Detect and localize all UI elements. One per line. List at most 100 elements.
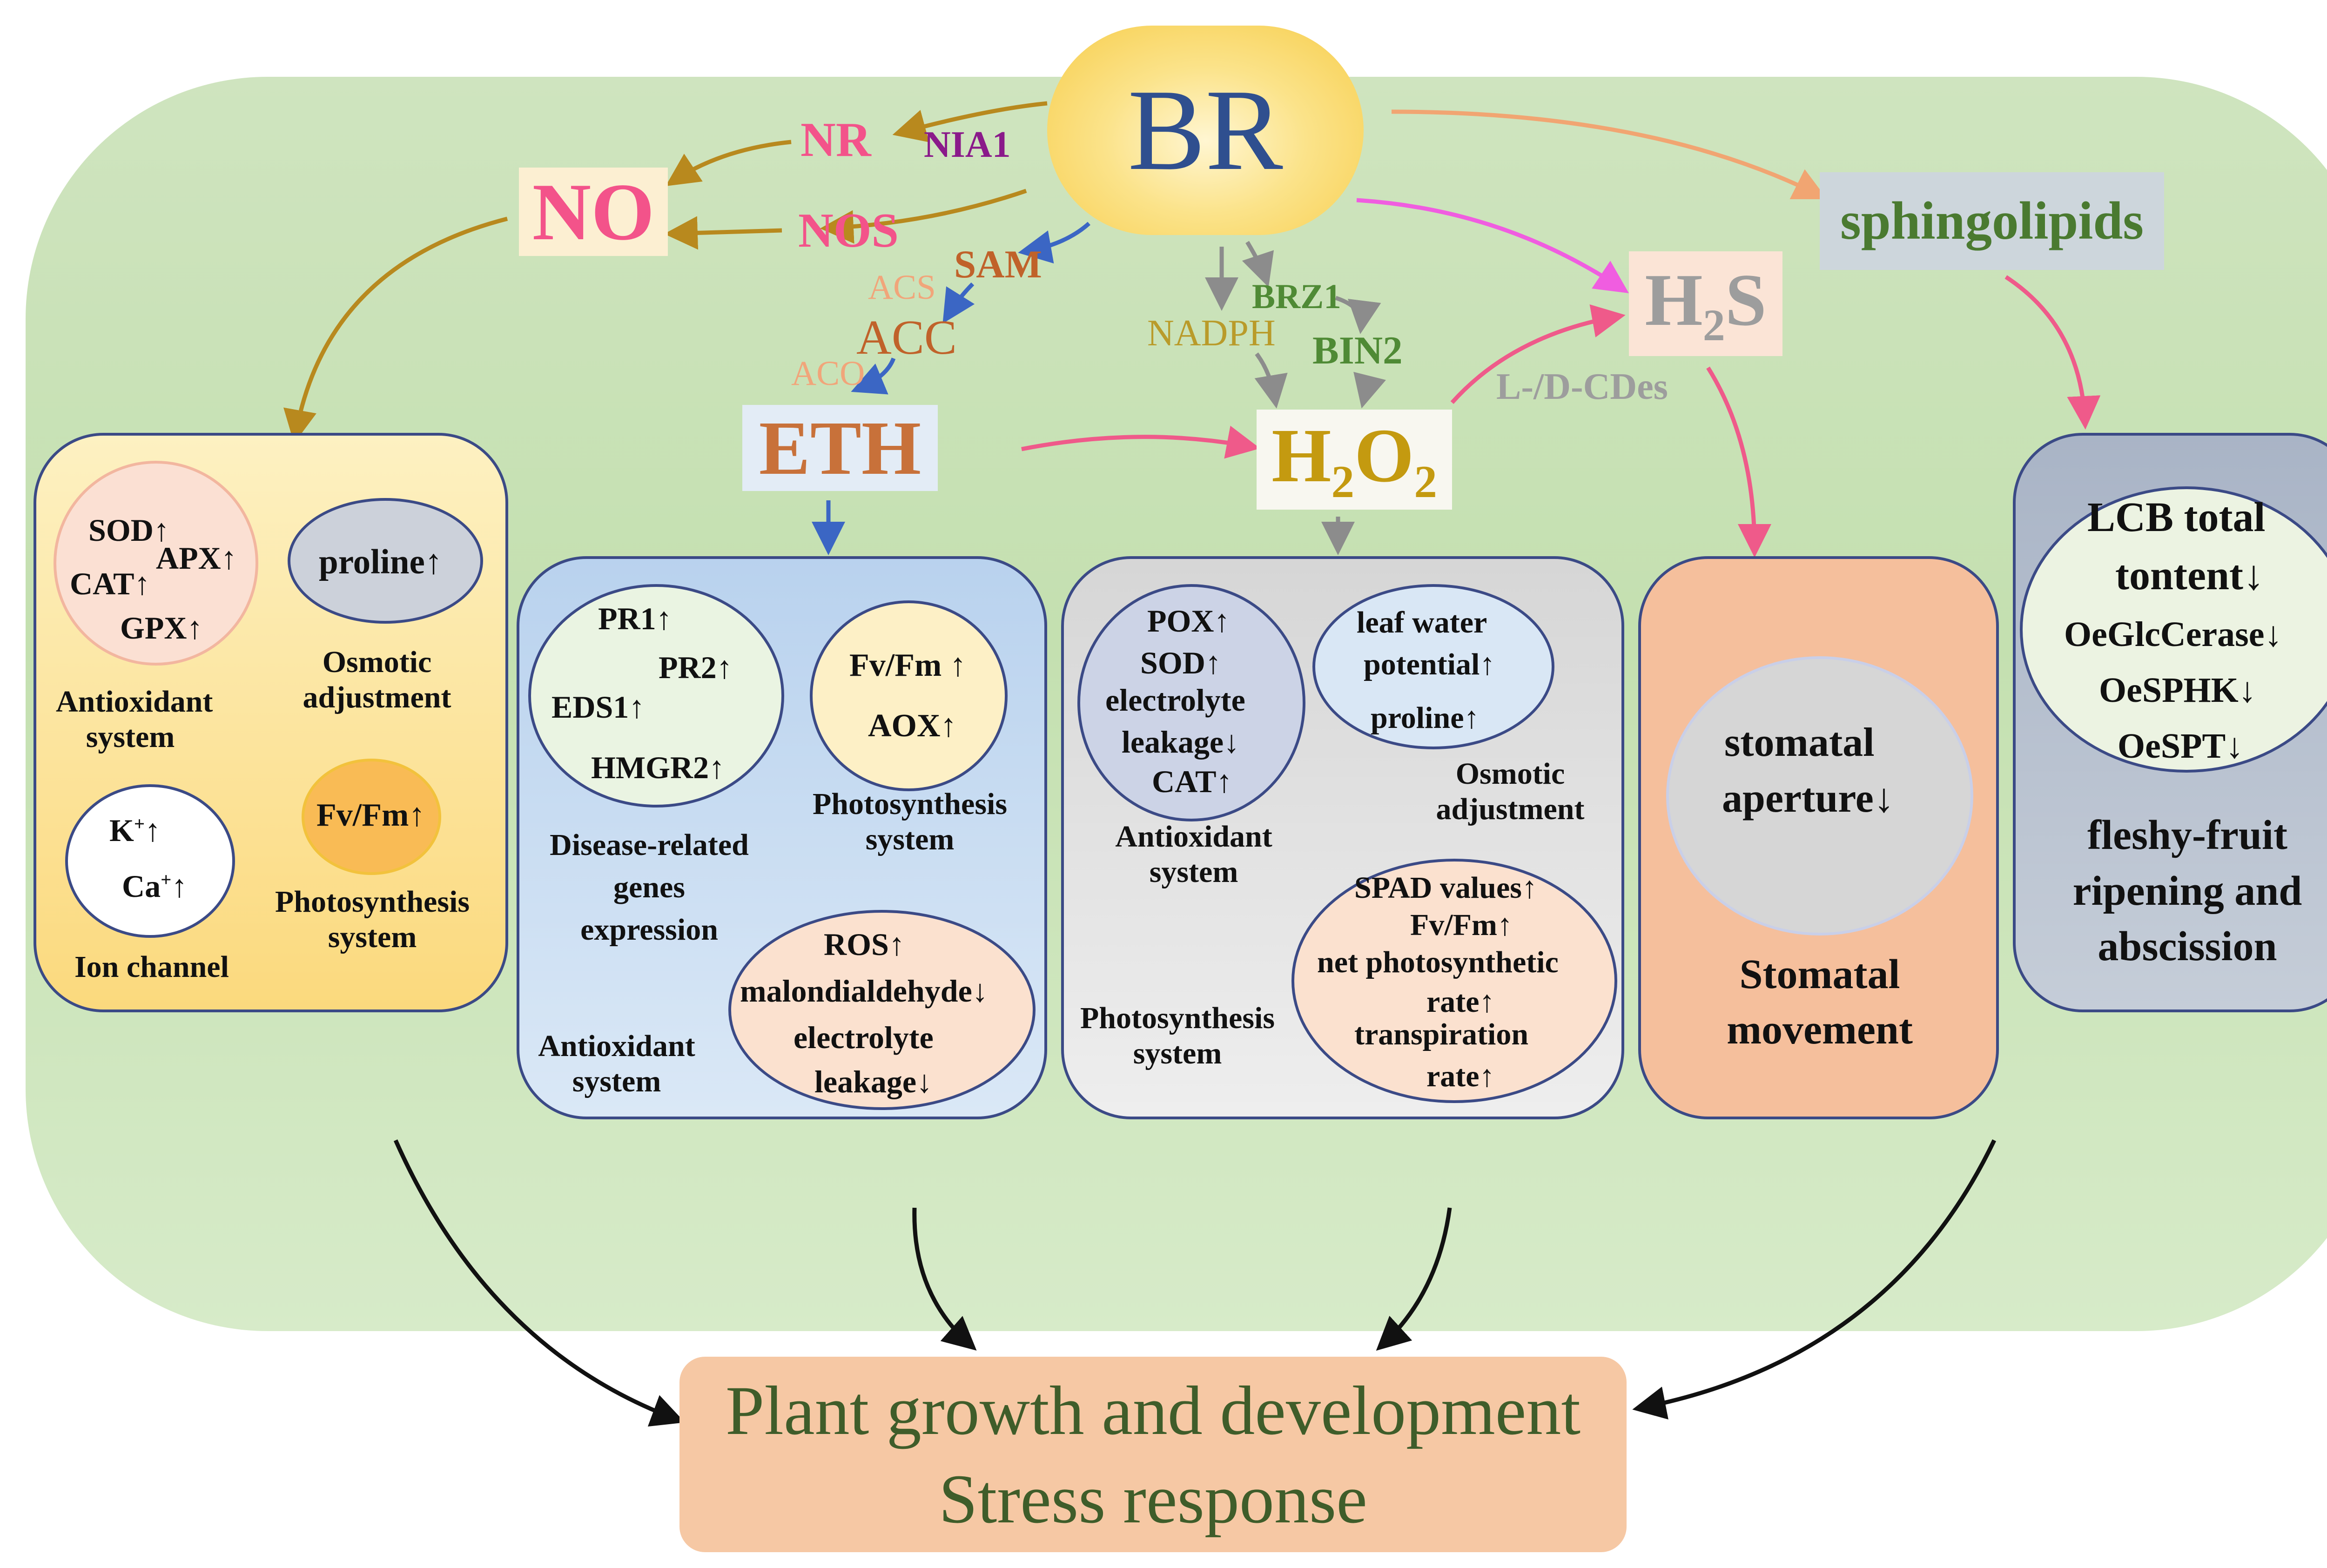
ros-ellipse-eth bbox=[728, 910, 1036, 1110]
sphingo-node: sphingolipids bbox=[1820, 172, 2164, 270]
h2s-label: H2S bbox=[1645, 258, 1767, 350]
cat-value-no: CAT↑ bbox=[70, 566, 150, 601]
arrow-h2s-panel bbox=[1706, 366, 1771, 558]
arrow-br-sphingo bbox=[1391, 109, 1828, 200]
eth-label: ETH bbox=[759, 405, 921, 491]
outcome-line-2: Stress response bbox=[939, 1460, 1367, 1538]
nr-label: NR bbox=[800, 112, 871, 167]
h2o2-label: H2O2 bbox=[1271, 412, 1437, 507]
bin2-label: BIN2 bbox=[1312, 329, 1403, 372]
sphingo-label: sphingolipids bbox=[1840, 191, 2144, 250]
arrow-h2o2-outcome bbox=[1376, 1207, 1452, 1351]
tr1-value-h2o2: transpiration bbox=[1354, 1017, 1529, 1051]
arrow-nadph-h2o2 bbox=[1254, 352, 1288, 409]
nos-label: NOS bbox=[798, 203, 899, 257]
no-node: NO bbox=[519, 166, 668, 257]
arrow-no-outcome bbox=[393, 1139, 685, 1427]
no-label: NO bbox=[532, 166, 655, 257]
arrow-h2o2-h2s bbox=[1450, 304, 1626, 404]
el2-value-eth: leakage↓ bbox=[814, 1064, 933, 1099]
cat-value-h2o2: CAT↑ bbox=[1152, 764, 1232, 799]
sphk-value: OeSPHK↓ bbox=[2099, 671, 2256, 710]
lcb2-value: tontent↓ bbox=[2115, 552, 2264, 599]
arrow-br-sam bbox=[1018, 222, 1091, 264]
ion-circle-no bbox=[65, 784, 235, 938]
el2-value-h2o2: leakage↓ bbox=[1122, 724, 1240, 760]
pr2-value-eth: PR2↑ bbox=[659, 650, 733, 685]
gpx-value-no: GPX↑ bbox=[120, 610, 203, 646]
spt-value: OeSPT↓ bbox=[2118, 727, 2244, 766]
acs-label: ACS bbox=[868, 268, 936, 307]
ca-value-no: Ca+↑ bbox=[122, 868, 188, 904]
fvfm-value-h2o2: Fv/Fm↑ bbox=[1410, 908, 1513, 942]
fvfm-value-eth: Fv/Fm ↑ bbox=[849, 647, 966, 683]
br-label: BR bbox=[1128, 66, 1283, 195]
pr1-value-eth: PR1↑ bbox=[598, 601, 672, 636]
glc-value: OeGlcCerase↓ bbox=[2064, 615, 2282, 654]
proline-value-no: proline↑ bbox=[319, 543, 443, 581]
proline-ellipse-no bbox=[288, 498, 483, 624]
arrow-br-h2s bbox=[1356, 198, 1629, 293]
sam-label: SAM bbox=[954, 242, 1042, 286]
fvfm-value-no: Fv/Fm↑ bbox=[316, 797, 425, 833]
npr2-value-h2o2: rate↑ bbox=[1426, 985, 1495, 1019]
outcome-box bbox=[679, 1357, 1627, 1552]
arrow-right-outcome bbox=[1632, 1139, 1997, 1420]
ion-label-no: Ion channel bbox=[74, 950, 229, 984]
lcb1-value: LCB total bbox=[2087, 494, 2266, 540]
el1-value-h2o2: electrolyte bbox=[1105, 682, 1245, 718]
brz1-label: BRZ1 bbox=[1252, 277, 1341, 316]
osmotic-ellipse-h2o2 bbox=[1312, 584, 1554, 749]
arrow-eth-outcome bbox=[912, 1207, 977, 1351]
sod-value-no: SOD↑ bbox=[88, 512, 169, 548]
arrow-sam-acc bbox=[942, 282, 975, 324]
photo-circle-eth bbox=[810, 600, 1008, 791]
npr1-value-h2o2: net photosynthetic bbox=[1317, 945, 1559, 979]
nia1-label: NIA1 bbox=[924, 124, 1011, 165]
el1-value-eth: electrolyte bbox=[794, 1020, 934, 1055]
h2s-node: H2S bbox=[1629, 251, 1782, 356]
pox-value-h2o2: POX↑ bbox=[1147, 603, 1230, 639]
lwp2-value-h2o2: potential↑ bbox=[1364, 647, 1495, 681]
acc-label: ACC bbox=[856, 310, 957, 364]
arrow-brz1-bin2 bbox=[1335, 296, 1381, 334]
fvfm-circle-no bbox=[302, 759, 441, 875]
aco-label: ACO bbox=[791, 354, 865, 393]
aox-value-eth: AOX↑ bbox=[868, 708, 957, 744]
outcome-line-1: Plant growth and development bbox=[725, 1372, 1581, 1449]
k-value-no: K+↑ bbox=[109, 813, 161, 848]
aperture-circle bbox=[1666, 656, 1973, 935]
tr2-value-h2o2: rate↑ bbox=[1426, 1059, 1495, 1093]
arrow-nr-no bbox=[666, 140, 792, 186]
ros-value-eth: ROS↑ bbox=[824, 927, 905, 962]
arrow-no-panel bbox=[283, 216, 508, 444]
sod-value-h2o2: SOD↑ bbox=[1140, 645, 1221, 680]
arrow-br-brz1 bbox=[1242, 241, 1274, 288]
arrow-eth-h2o2 bbox=[1021, 425, 1260, 459]
eds1-value-eth: EDS1↑ bbox=[551, 689, 645, 725]
lcb-circle bbox=[2020, 486, 2327, 773]
cdes-label: L-/D-CDes bbox=[1496, 366, 1668, 407]
aperture1-value: stomatal bbox=[1724, 720, 1875, 765]
arrow-br-nr bbox=[892, 101, 1048, 142]
arrow-bin2-h2o2 bbox=[1353, 371, 1386, 409]
nadph-label: NADPH bbox=[1147, 313, 1276, 354]
eth-node: ETH bbox=[742, 405, 938, 491]
proline-value-h2o2: proline↑ bbox=[1371, 701, 1480, 735]
arrow-acc-eth bbox=[851, 357, 896, 395]
disease-circle-eth bbox=[528, 584, 784, 808]
lwp1-value-h2o2: leaf water bbox=[1357, 606, 1487, 639]
arrow-sphingo-panel bbox=[2004, 275, 2101, 430]
antioxidant-circle-no bbox=[54, 461, 258, 666]
